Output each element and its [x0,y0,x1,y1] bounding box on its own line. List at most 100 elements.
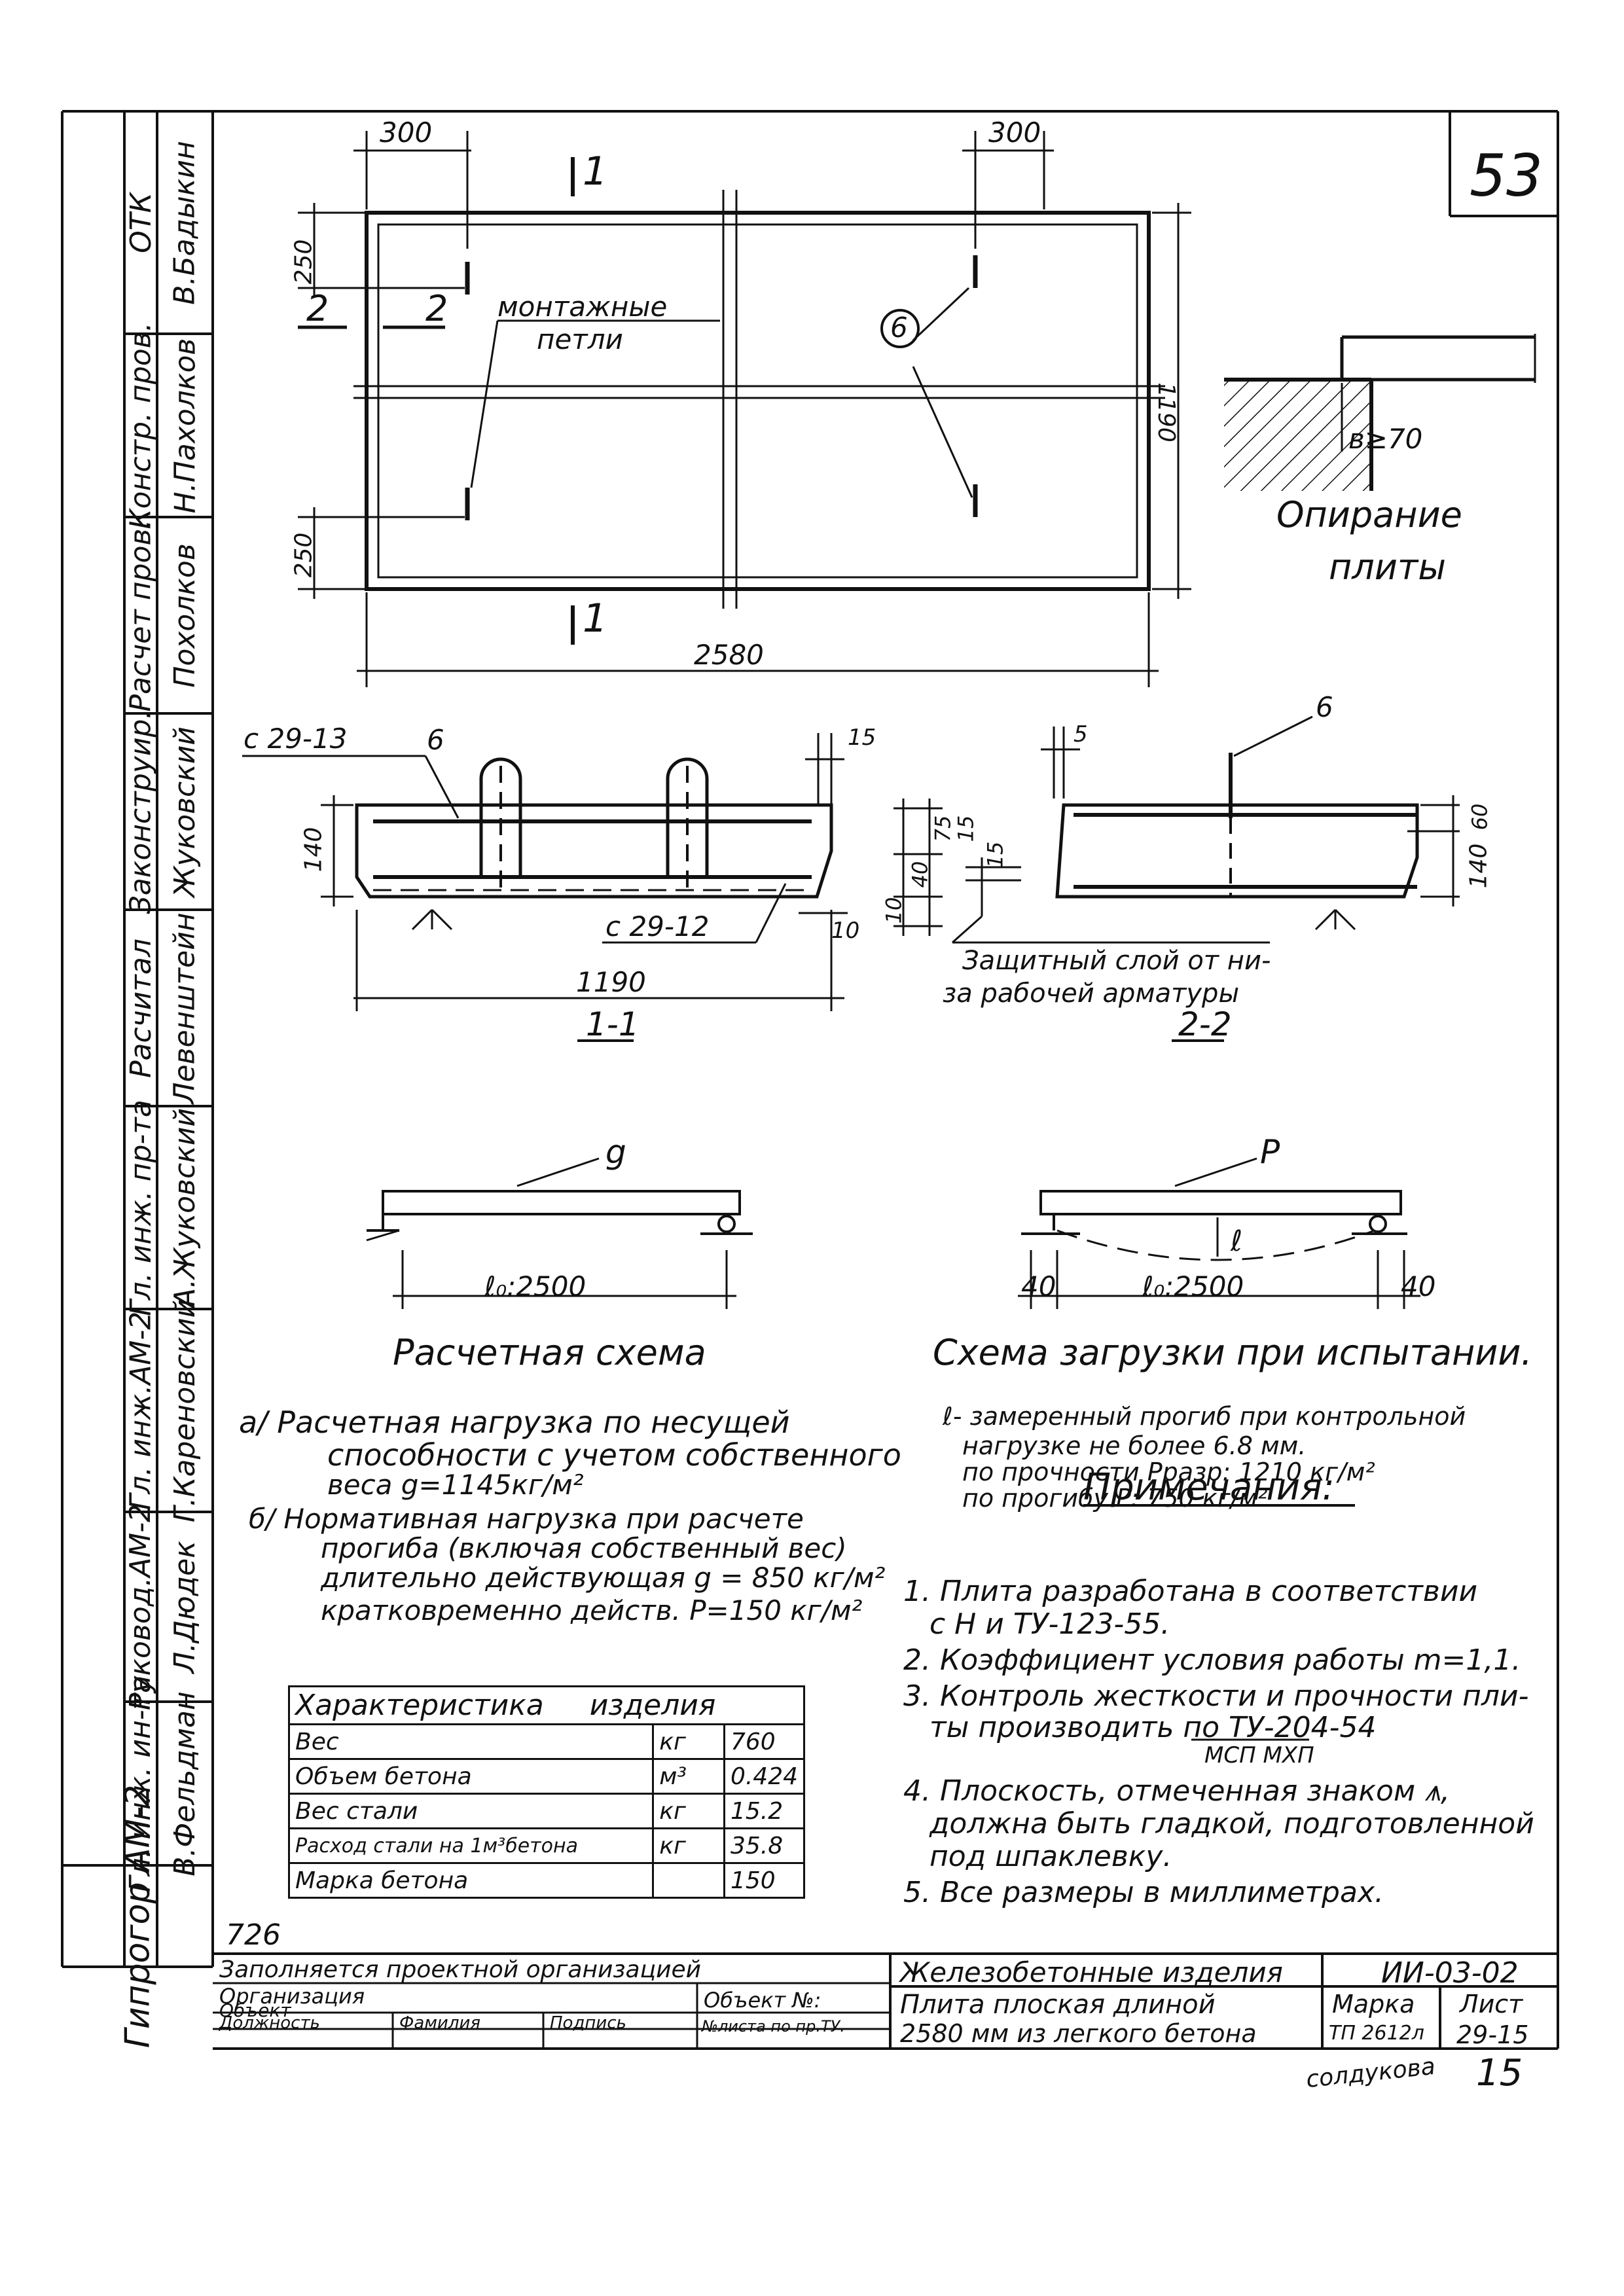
tb-sheets-no: №листа по пр.ТУ. [702,2017,845,2036]
row-name: Вес стали [287,1793,655,1829]
row-name: Марка бетона [287,1862,655,1899]
section1-dim-width: 1190 [576,966,646,998]
note-line-7: 4. Плоскость, отмеченная знаком ⩚, [903,1774,1450,1808]
cover-15a: 15 [953,815,979,842]
support-caption-1: Опирание [1276,494,1462,535]
support-dim: в≥70 [1348,423,1423,455]
plan-callout: 6 [890,312,908,344]
table-row: Вес стали кг 15.2 [287,1793,806,1829]
tb-mark-value: ТП 2612л [1329,2022,1424,2045]
row-value: 35.8 [723,1827,806,1864]
characteristics-table: Характеристика изделия Вес кг 760 Объем … [287,1685,806,1899]
table-header: Характеристика изделия [288,1685,805,1725]
load-b-1: б/ Нормативная нагрузка при расчете [249,1503,804,1535]
table-row: Вес кг 760 [287,1723,806,1760]
row-name: Расход стали на 1м³бетона [287,1827,655,1864]
note-line-10: 5. Все размеры в миллиметрах. [903,1876,1384,1909]
cover-15b: 15 [983,841,1008,869]
load-a-3: веса g=1145кг/м² [327,1469,584,1501]
section2-callout: 6 [1316,691,1333,723]
test-note-3: по прочности Рразр: 1210 кг/м² [962,1458,1375,1486]
tb-series-title: Железобетонные изделия [900,1956,1283,1988]
plan-dim-top-right: 300 [988,117,1041,149]
plan-dim-height: 1190 [1152,382,1180,442]
tb-desc-1: Плита плоская длиной [900,1990,1216,2020]
note-line-5: ты производить по ТУ-204-54 [929,1711,1377,1744]
table-row: Марка бетона 150 [287,1862,806,1899]
table-row: Расход стали на 1м³бетона кг 35.8 [287,1827,806,1864]
load-b-4: кратковременно действ. P=150 кг/м² [321,1594,863,1626]
note-line-1: 1. Плита разработана в соответствии [903,1575,1478,1608]
plan-section-mark-top: 1 [583,149,608,194]
tb-surname: Фамилия [399,2013,480,2033]
cover-note-1: Защитный слой от ни- [962,946,1271,976]
plan-dim-length: 2580 [694,639,764,671]
sheet-code: 726 [226,1918,281,1952]
table-header-2: изделия [589,1689,716,1722]
table-header-cell: Характеристика изделия [288,1685,805,1725]
note-line-2: с Н и ТУ-123-55. [929,1607,1170,1641]
section2-title: 2-2 [1178,1005,1232,1043]
section1-bar-top: с 29-13 [244,723,348,755]
notes-title: Примечания: [1083,1466,1335,1509]
test-left: 40 [1021,1270,1056,1302]
row-unit [652,1862,725,1899]
tb-signature: Подпись [550,2013,626,2033]
tb-sheet-label: Лист [1460,1990,1523,2018]
section2-dim-140: 140 [1465,843,1492,889]
row-value: 150 [723,1862,806,1899]
section1-title: 1-1 [586,1005,640,1043]
section1-callout: 6 [427,724,444,756]
table-header-1: Характеристика [295,1689,544,1722]
row-unit: м³ [652,1758,725,1795]
cover-note-2: за рабочей арматуры [943,978,1240,1009]
row-unit: кг [652,1793,725,1829]
section1-bar-bottom: с 29-12 [605,910,710,942]
tb-object: Объект [219,2000,291,2021]
table-row: Объем бетона м³ 0.424 [287,1758,806,1795]
section2-dim-60: 60 [1467,803,1492,831]
cover-40: 40 [907,861,933,888]
load-b-2: прогиба (включая собственный вес) [321,1532,847,1564]
row-name: Объем бетона [287,1758,655,1795]
note-line-8: должна быть гладкой, подготовленной [929,1807,1534,1840]
cover-10: 10 [881,897,907,924]
page-number: 53 [1470,142,1543,209]
note-line-6: МСП МХП [1204,1742,1314,1768]
calc-span: ℓ₀:2500 [484,1270,586,1302]
tb-position: Должность [219,2013,320,2033]
tb-desc-2: 2580 мм из легкого бетона [900,2019,1257,2048]
cover-75: 75 [930,815,956,842]
calc-load: g [605,1133,626,1171]
load-a-1: а/ Расчетная нагрузка по несущей [239,1405,790,1440]
plan-dim-top-left: 300 [380,117,433,149]
tb-sheet-value: 29-15 [1456,2020,1529,2049]
note-line-4: 3. Контроль жесткости и прочности пли- [903,1679,1529,1713]
tb-object-no: Объект №: [704,1988,821,2013]
test-note-1: ℓ- замеренный прогиб при контрольной [943,1402,1466,1431]
load-a-2: способности с учетом собственного [327,1437,901,1473]
row-name: Вес [287,1723,655,1760]
plan-section-mark-bottom: 1 [583,596,608,641]
tb-mark-label: Марка [1332,1990,1415,2018]
tb-series-code: ИИ-03-02 [1381,1956,1519,1990]
test-caption: Схема загрузки при испытании. [933,1332,1532,1373]
section1-dim-10: 10 [831,918,860,944]
row-value: 0.424 [723,1758,806,1795]
note-line-9: под шпаклевку. [929,1840,1172,1873]
row-value: 15.2 [723,1793,806,1829]
test-note-4: по прогибу P: 750 кг/м² [962,1484,1268,1513]
plan-dim-left-top: 250 [290,239,317,285]
section2-dim-5: 5 [1074,721,1088,747]
row-unit: кг [652,1827,725,1864]
tb-filled-by: Заполняется проектной организацией [219,1956,702,1983]
tb-org: Организация [219,1984,365,2009]
test-note-2: нагрузке не более 6.8 мм. [962,1431,1307,1460]
row-unit: кг [652,1723,725,1760]
calc-caption: Расчетная схема [393,1332,706,1373]
loops-label-1: монтажные [497,291,668,323]
test-span: ℓ₀:2500 [1142,1270,1244,1302]
test-right: 40 [1401,1270,1436,1302]
